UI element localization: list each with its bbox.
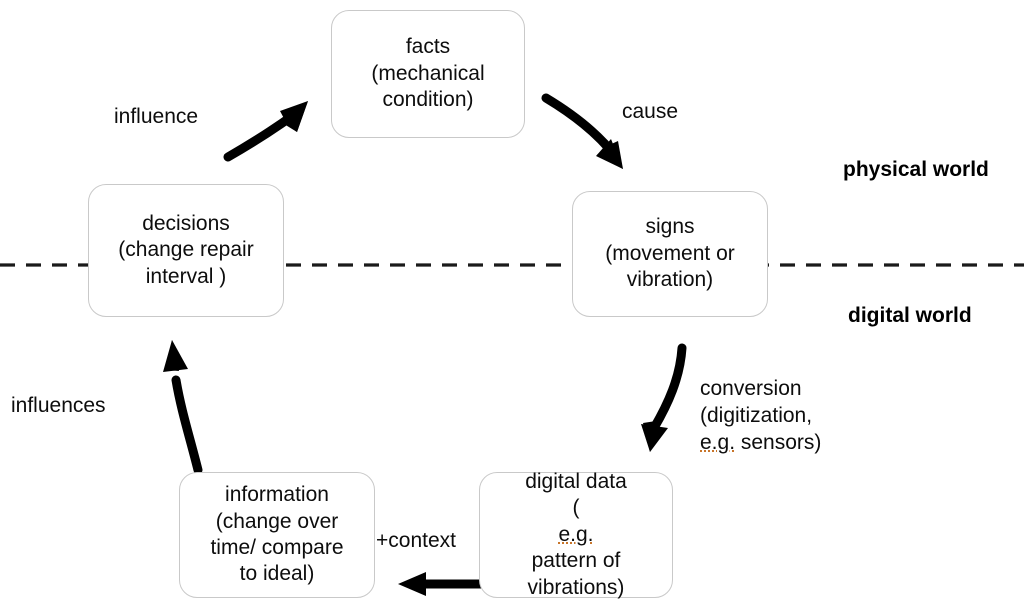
arrow-context (398, 572, 489, 596)
world-label-physical: physical world (843, 158, 989, 181)
arrow-influence (223, 101, 308, 162)
edge-label-cause: cause (622, 100, 679, 123)
edge-label-influences: influences (11, 394, 106, 417)
spellcheck-underline-eg-conversion: e.g. (700, 430, 736, 454)
arrow-conversion (641, 343, 687, 452)
edge-label-context: +context (376, 529, 456, 552)
spellcheck-underline-eg-data: e.g. (558, 522, 594, 546)
edge-label-conversion: conversion(digitization,e.g. sensors) (700, 377, 822, 454)
world-label-digital: digital world (848, 304, 972, 327)
edge-label-influence: influence (114, 105, 199, 128)
arrow-influences (163, 340, 203, 475)
arrow-cause (541, 93, 623, 169)
